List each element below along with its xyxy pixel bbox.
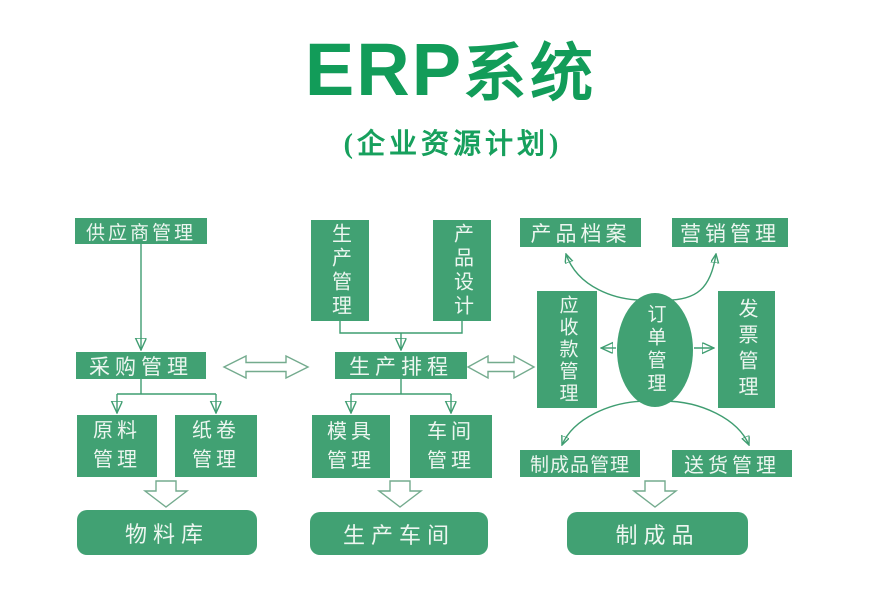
connector-purchasing-split bbox=[117, 379, 216, 413]
node-purchasing-management: 采购管理 bbox=[76, 352, 206, 379]
node-material-warehouse: 物料库 bbox=[77, 510, 257, 555]
node-marketing-management: 营销管理 bbox=[672, 218, 788, 247]
connector-scheduling-split bbox=[351, 379, 451, 413]
connector-orders-to-finished-mgmt bbox=[562, 400, 649, 445]
block-arrow-to-finished-goods bbox=[631, 480, 679, 508]
page-subtitle: (企业资源计划) bbox=[343, 129, 563, 160]
page-title: ERP系统 bbox=[12, 33, 878, 110]
node-delivery-management: 送货管理 bbox=[672, 450, 792, 477]
block-arrow-to-production-workshop bbox=[376, 480, 424, 508]
node-receivables-management: 应收款管理 bbox=[537, 291, 597, 408]
node-production-scheduling: 生产排程 bbox=[335, 352, 467, 379]
node-raw-material-management: 原料管理 bbox=[77, 415, 157, 477]
node-mold-management: 模具管理 bbox=[312, 415, 390, 478]
connector-production-design-to-scheduling bbox=[339, 321, 463, 350]
node-paper-roll-management: 纸卷管理 bbox=[175, 415, 257, 477]
connector-orders-to-delivery bbox=[662, 400, 749, 445]
node-order-management: 订单管理 bbox=[617, 293, 693, 407]
title-system-text: 系统 bbox=[463, 39, 598, 109]
node-invoice-management: 发票管理 bbox=[718, 291, 775, 408]
node-product-archive: 产品档案 bbox=[520, 218, 641, 247]
node-workshop-management: 车间管理 bbox=[410, 415, 492, 478]
node-finished-product-management: 制成品管理 bbox=[520, 450, 640, 477]
node-supplier-management: 供应商管理 bbox=[75, 218, 207, 244]
node-production-workshop: 生产车间 bbox=[310, 512, 488, 555]
node-production-management: 生产管理 bbox=[311, 220, 369, 321]
block-arrow-to-material-store bbox=[142, 480, 190, 508]
node-finished-goods: 制成品 bbox=[567, 512, 748, 555]
bidirectional-arrow-purchasing-scheduling bbox=[222, 354, 310, 380]
connector-orders-to-marketing bbox=[659, 254, 716, 301]
node-product-design: 产品设计 bbox=[433, 220, 491, 321]
title-erp-text: ERP bbox=[304, 28, 464, 111]
bidirectional-arrow-scheduling-receivables bbox=[466, 354, 536, 380]
